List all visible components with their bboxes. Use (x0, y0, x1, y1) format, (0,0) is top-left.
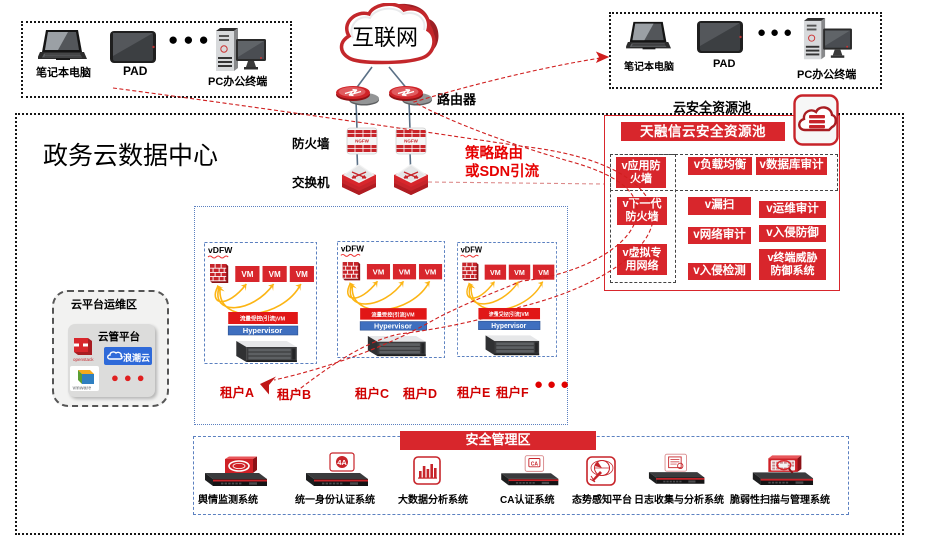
svg-text:互联网: 互联网 (352, 25, 418, 50)
